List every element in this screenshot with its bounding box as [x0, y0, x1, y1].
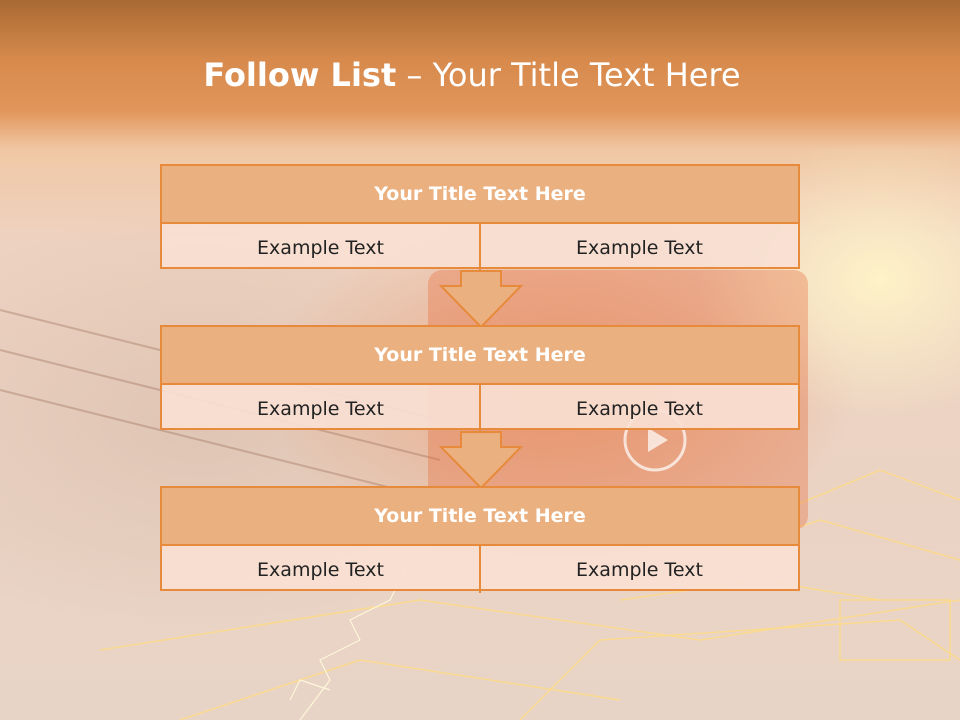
step-box-3: Your Title Text Here Example Text Exampl… — [160, 486, 800, 593]
step-box-2: Your Title Text Here Example Text Exampl… — [160, 325, 800, 432]
title-bold-part: Follow List — [203, 56, 397, 94]
down-arrow-icon — [439, 270, 523, 328]
step-row: Example Text Example Text — [162, 546, 798, 593]
slide-title: Follow List – Your Title Text Here — [0, 56, 944, 94]
step-row: Example Text Example Text — [162, 224, 798, 271]
step-right-text: Example Text — [576, 558, 703, 581]
step-left-text: Example Text — [162, 385, 481, 432]
step-right-text: Example Text — [576, 397, 703, 420]
step-right-text: Example Text — [576, 236, 703, 259]
step-left-text: Example Text — [162, 224, 481, 271]
down-arrow-icon — [439, 431, 523, 489]
step-title: Your Title Text Here — [162, 327, 798, 385]
step-box-1: Your Title Text Here Example Text Exampl… — [160, 164, 800, 271]
step-row: Example Text Example Text — [162, 385, 798, 432]
step-title: Your Title Text Here — [162, 488, 798, 546]
step-left-text: Example Text — [162, 546, 481, 593]
step-title: Your Title Text Here — [162, 166, 798, 224]
title-separator: – — [396, 56, 433, 94]
title-rest-part: Your Title Text Here — [432, 56, 741, 94]
